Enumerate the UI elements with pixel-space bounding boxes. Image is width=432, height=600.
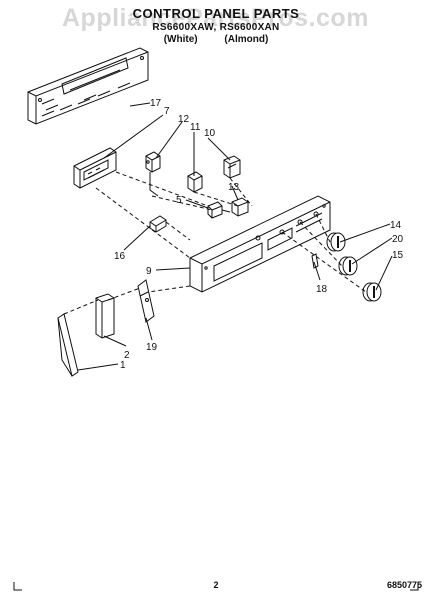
page-number: 2 bbox=[213, 580, 219, 590]
alignment-lines bbox=[63, 171, 367, 315]
document-number: 6850775 bbox=[386, 580, 422, 590]
part-1-end-cap bbox=[57, 313, 79, 377]
part-12-switch bbox=[145, 151, 161, 197]
part-2-end-cap bbox=[95, 293, 115, 339]
callout-13: 13 bbox=[228, 182, 240, 193]
callout-16: 16 bbox=[114, 251, 126, 262]
part-5-indicator-light bbox=[207, 201, 231, 219]
part-11-switch bbox=[187, 171, 203, 193]
watermark: AppliancePartsPros.com bbox=[62, 4, 369, 32]
variant-almond: (Almond) bbox=[224, 34, 269, 45]
callout-15: 15 bbox=[392, 250, 404, 261]
part-18-spring-clip bbox=[311, 253, 319, 269]
part-15-knob bbox=[362, 282, 382, 302]
callout-1: 1 bbox=[120, 360, 126, 371]
part-20-knob bbox=[338, 256, 358, 276]
callout-20: 20 bbox=[392, 234, 404, 245]
part-16-clip bbox=[149, 215, 167, 233]
variant-white: (White) bbox=[163, 34, 198, 45]
page-corner-marks bbox=[13, 582, 419, 591]
part-13-switch bbox=[231, 197, 249, 217]
callout-11: 11 bbox=[190, 122, 201, 133]
callout-19: 19 bbox=[146, 342, 158, 353]
callout-12: 12 bbox=[178, 114, 190, 125]
part-10-switch bbox=[223, 155, 241, 179]
callout-17: 17 bbox=[150, 98, 162, 109]
part-19-bracket bbox=[137, 279, 155, 323]
part-14-knob bbox=[326, 232, 346, 252]
model-line: RS6600XAW, RS6600XAN bbox=[152, 22, 280, 33]
callout-labels: 17 7 12 11 10 13 5 16 9 14 20 15 18 2 19… bbox=[114, 98, 404, 371]
callout-7: 7 bbox=[164, 106, 170, 117]
part-17-rear-cover bbox=[27, 47, 149, 125]
callout-5: 5 bbox=[176, 195, 182, 206]
callout-2: 2 bbox=[124, 350, 130, 361]
callout-14: 14 bbox=[390, 220, 402, 231]
callout-9: 9 bbox=[146, 266, 152, 277]
leader-lines bbox=[77, 102, 393, 371]
diagram-title: CONTROL PANEL PARTS bbox=[132, 6, 300, 21]
callout-18: 18 bbox=[316, 284, 328, 295]
color-variants: (White) (Almond) bbox=[0, 34, 432, 45]
callout-10: 10 bbox=[204, 128, 216, 139]
